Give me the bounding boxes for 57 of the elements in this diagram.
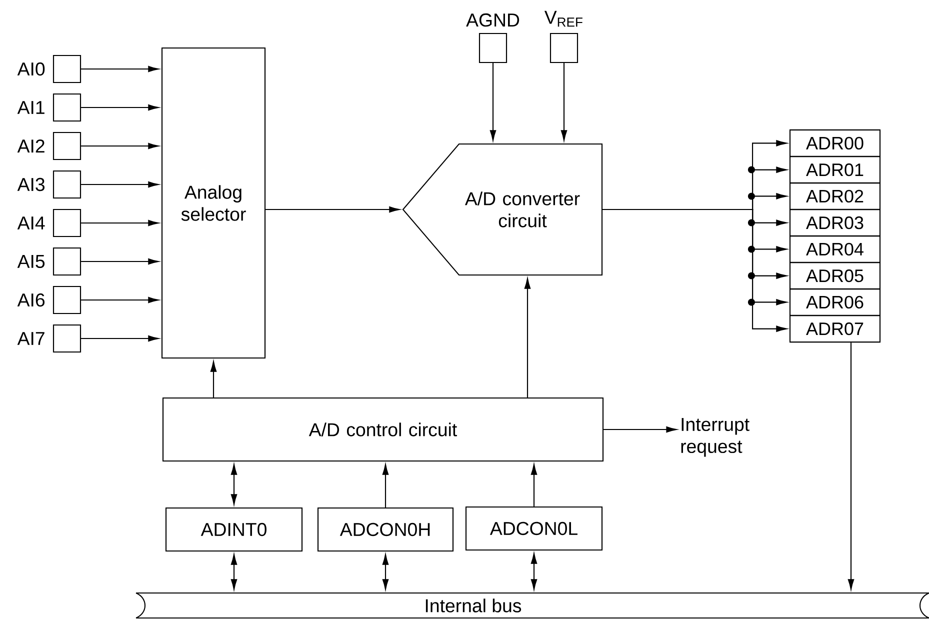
node-label: AI4 — [17, 216, 45, 230]
arrow — [604, 426, 677, 433]
register-row: ADR04 — [789, 235, 881, 263]
arrow — [210, 361, 217, 398]
arrow — [81, 142, 159, 150]
converter-block: A/D converter circuit — [402, 143, 603, 276]
node-label: AGND — [466, 13, 520, 27]
arrow — [230, 464, 238, 505]
node-label: AI2 — [17, 139, 44, 153]
node-label: AI1 — [17, 101, 44, 114]
node-label: AI5 — [17, 254, 45, 268]
pin-square: AI2 — [17, 132, 82, 160]
node-label: AI3 — [17, 178, 45, 192]
node-label: AI7 — [17, 332, 44, 345]
register-row: ADR03 — [789, 209, 881, 237]
arrow — [530, 464, 538, 506]
register-row: ADR07 — [789, 315, 881, 343]
register-row: ADR06 — [789, 288, 881, 316]
block-box: Analog selector — [161, 47, 266, 359]
node-label: V$_{REF}$ — [544, 10, 582, 27]
pin-square: AI6 — [17, 286, 82, 314]
arrow — [81, 181, 159, 188]
node-label: AI0 — [17, 62, 45, 76]
arrow — [81, 296, 159, 304]
block-box: ADINT0 — [165, 507, 303, 552]
arrow — [266, 206, 400, 213]
pin-square: AI0 — [17, 54, 82, 84]
arrow — [230, 554, 238, 590]
pin-square: AI4 — [17, 208, 82, 238]
arrow — [81, 66, 159, 72]
block-box: ADCON0L — [465, 506, 603, 551]
arrow — [848, 342, 854, 590]
block-box: A/D control circuit — [162, 397, 604, 462]
arrow — [382, 464, 389, 508]
arrow — [81, 104, 159, 111]
arrow — [602, 208, 787, 332]
arrow — [530, 553, 538, 590]
arrow — [81, 258, 159, 265]
arrow — [81, 220, 159, 226]
arrow — [382, 554, 389, 590]
register-row: ADR05 — [789, 262, 881, 290]
arrow — [524, 278, 531, 398]
annotation-text: Interrupt request — [681, 418, 750, 457]
node-label: AI6 — [17, 293, 45, 307]
register-row: ADR02 — [789, 182, 881, 210]
arrow — [81, 335, 159, 342]
block-box: ADCON0H — [317, 507, 454, 552]
pin-square: AI1 — [17, 93, 82, 122]
pin-square: AGND — [466, 13, 520, 64]
arrow — [560, 63, 568, 141]
arrow — [490, 63, 496, 141]
register-row: ADR01 — [789, 156, 881, 184]
register-row: ADR00 — [789, 129, 881, 157]
pin-square: AI3 — [17, 170, 82, 199]
pin-square: V$_{REF}$ — [544, 10, 582, 64]
pin-square: AI7 — [17, 324, 82, 353]
pin-square: AI5 — [17, 247, 82, 276]
